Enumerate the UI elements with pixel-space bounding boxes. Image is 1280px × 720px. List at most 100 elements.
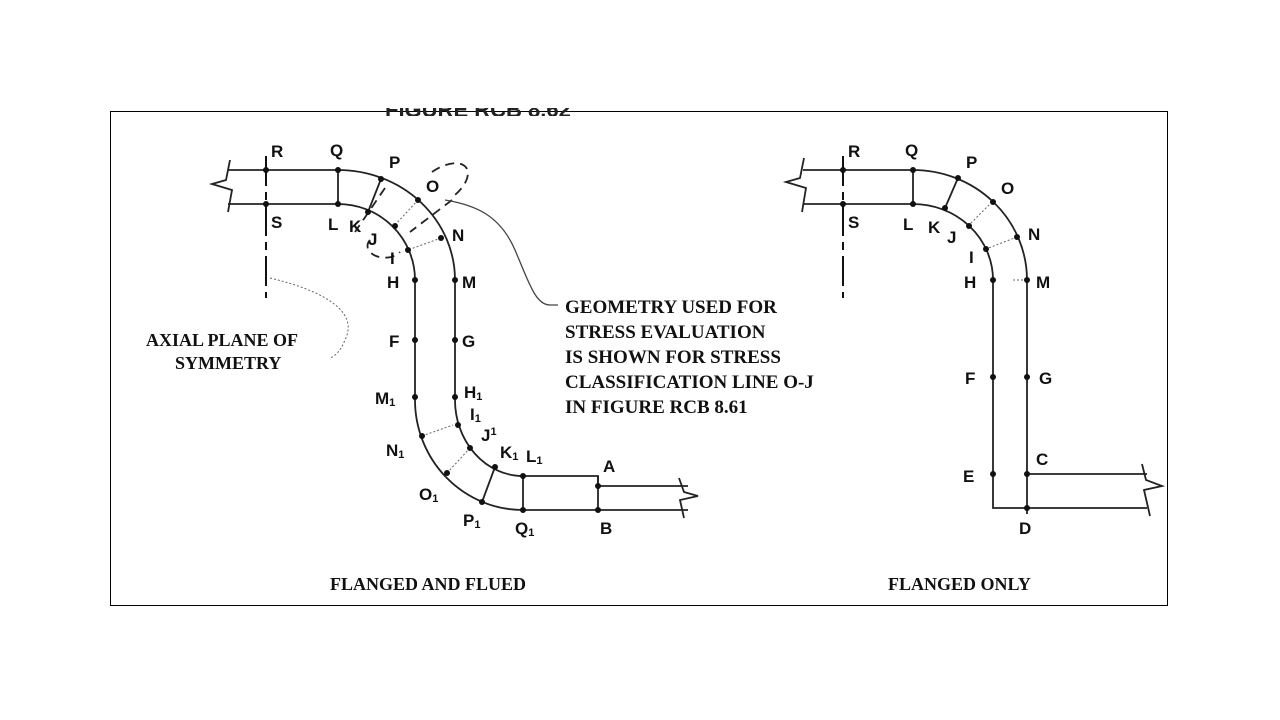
label-k: K [928,218,941,237]
label-l: L [328,215,338,234]
note-line-1: GEOMETRY USED FOR [565,297,777,318]
section-n-i [985,236,1018,250]
point-o [990,199,996,205]
label-c: C [1036,450,1048,469]
point-q [335,167,341,173]
section-p-k [367,178,382,213]
break-symbol-right [678,477,699,519]
label-n: N [1028,225,1040,244]
label-s: S [848,213,859,232]
point-n1 [419,433,425,439]
label-k: K [349,217,362,236]
label-f: F [965,369,975,388]
left-points [263,167,601,513]
axial-plane-leader [269,277,349,359]
label-i: I [390,249,395,268]
section-o-j [394,199,419,226]
label-j1: J1 [481,426,497,445]
point-i [983,246,989,252]
axial-plane-label-line2: SYMMETRY [175,353,281,373]
outer-bend-upper [337,169,456,281]
label-j: J [368,230,377,249]
point-e [990,471,996,477]
point-j1 [467,445,473,451]
section-p-k [944,177,959,209]
point-a [595,483,601,489]
label-h: H [387,273,399,292]
point-k [365,209,371,215]
point-m [452,277,458,283]
evaluation-zone-outline-right [409,199,453,233]
break-symbol-left [782,157,808,213]
evaluation-zone-outline-bottom [366,239,401,259]
label-d: D [1019,519,1031,538]
label-e: E [963,467,974,486]
right-caption: FLANGED ONLY [888,574,1031,594]
label-m: M [462,273,476,292]
point-n [438,235,444,241]
section-p1-k1 [481,466,496,503]
label-r: R [271,142,283,161]
label-i1: I1 [470,405,481,425]
label-l: L [903,215,913,234]
geometry-note: GEOMETRY USED FOR STRESS EVALUATION IS S… [565,297,814,418]
label-n1: N1 [386,441,404,461]
point-h1 [452,394,458,400]
label-o: O [426,177,439,196]
label-j: J [947,228,956,247]
label-r: R [848,142,860,161]
point-j [392,223,398,229]
label-m1: M1 [375,389,395,409]
point-p1 [479,499,485,505]
point-l [910,201,916,207]
label-p: P [389,153,400,172]
inner-bend-lower [454,399,524,477]
label-p: P [966,153,977,172]
point-k [942,205,948,211]
point-h [412,277,418,283]
point-f [990,374,996,380]
right-points [840,167,1030,511]
section-o-j [968,201,993,226]
label-o: O [1001,179,1014,198]
right-figure-flanged-only: R Q P O N M S L K J I H F G E C D [782,141,1166,538]
point-f [412,337,418,343]
point-q1 [520,507,526,513]
left-labels: R Q P O N M S L K J I H F G M1 H1 I1 J1 … [271,141,615,539]
geometry-note-leader [444,199,558,306]
label-q: Q [905,141,918,160]
right-labels: R Q P O N M S L K J I H F G E C D [848,141,1052,538]
label-q1: Q1 [515,519,534,539]
point-r [263,167,269,173]
point-p [378,176,384,182]
label-b: B [600,519,612,538]
label-h1: H1 [464,383,482,403]
cropped-heading: FIGURE RCB 8.62 [385,97,571,122]
label-n: N [452,226,464,245]
point-c [1024,471,1030,477]
evaluation-zone-outline-top [431,162,469,199]
point-k1 [492,464,498,470]
left-figure-flanged-and-flued: R Q P O N M S L K J I H F G M1 H1 I1 J1 … [146,141,699,539]
point-j [966,223,972,229]
break-symbol-right [1141,463,1166,517]
evaluation-zone-outline-left [354,187,386,233]
note-line-2: STRESS EVALUATION [565,322,766,343]
figure-frame [110,111,1168,606]
point-i [405,247,411,253]
point-r [840,167,846,173]
label-f: F [389,332,399,351]
left-caption: FLANGED AND FLUED [330,574,526,594]
note-line-5: IN FIGURE RCB 8.61 [565,397,748,418]
label-g: G [462,332,475,351]
label-l1: L1 [526,447,543,467]
point-b [595,507,601,513]
axial-plane-label-line1: AXIAL PLANE OF [146,330,298,350]
break-symbol-left [208,159,234,213]
label-g: G [1039,369,1052,388]
point-m [1024,277,1030,283]
lower-outer-line [523,475,688,487]
point-g [1024,374,1030,380]
point-n [1014,234,1020,240]
